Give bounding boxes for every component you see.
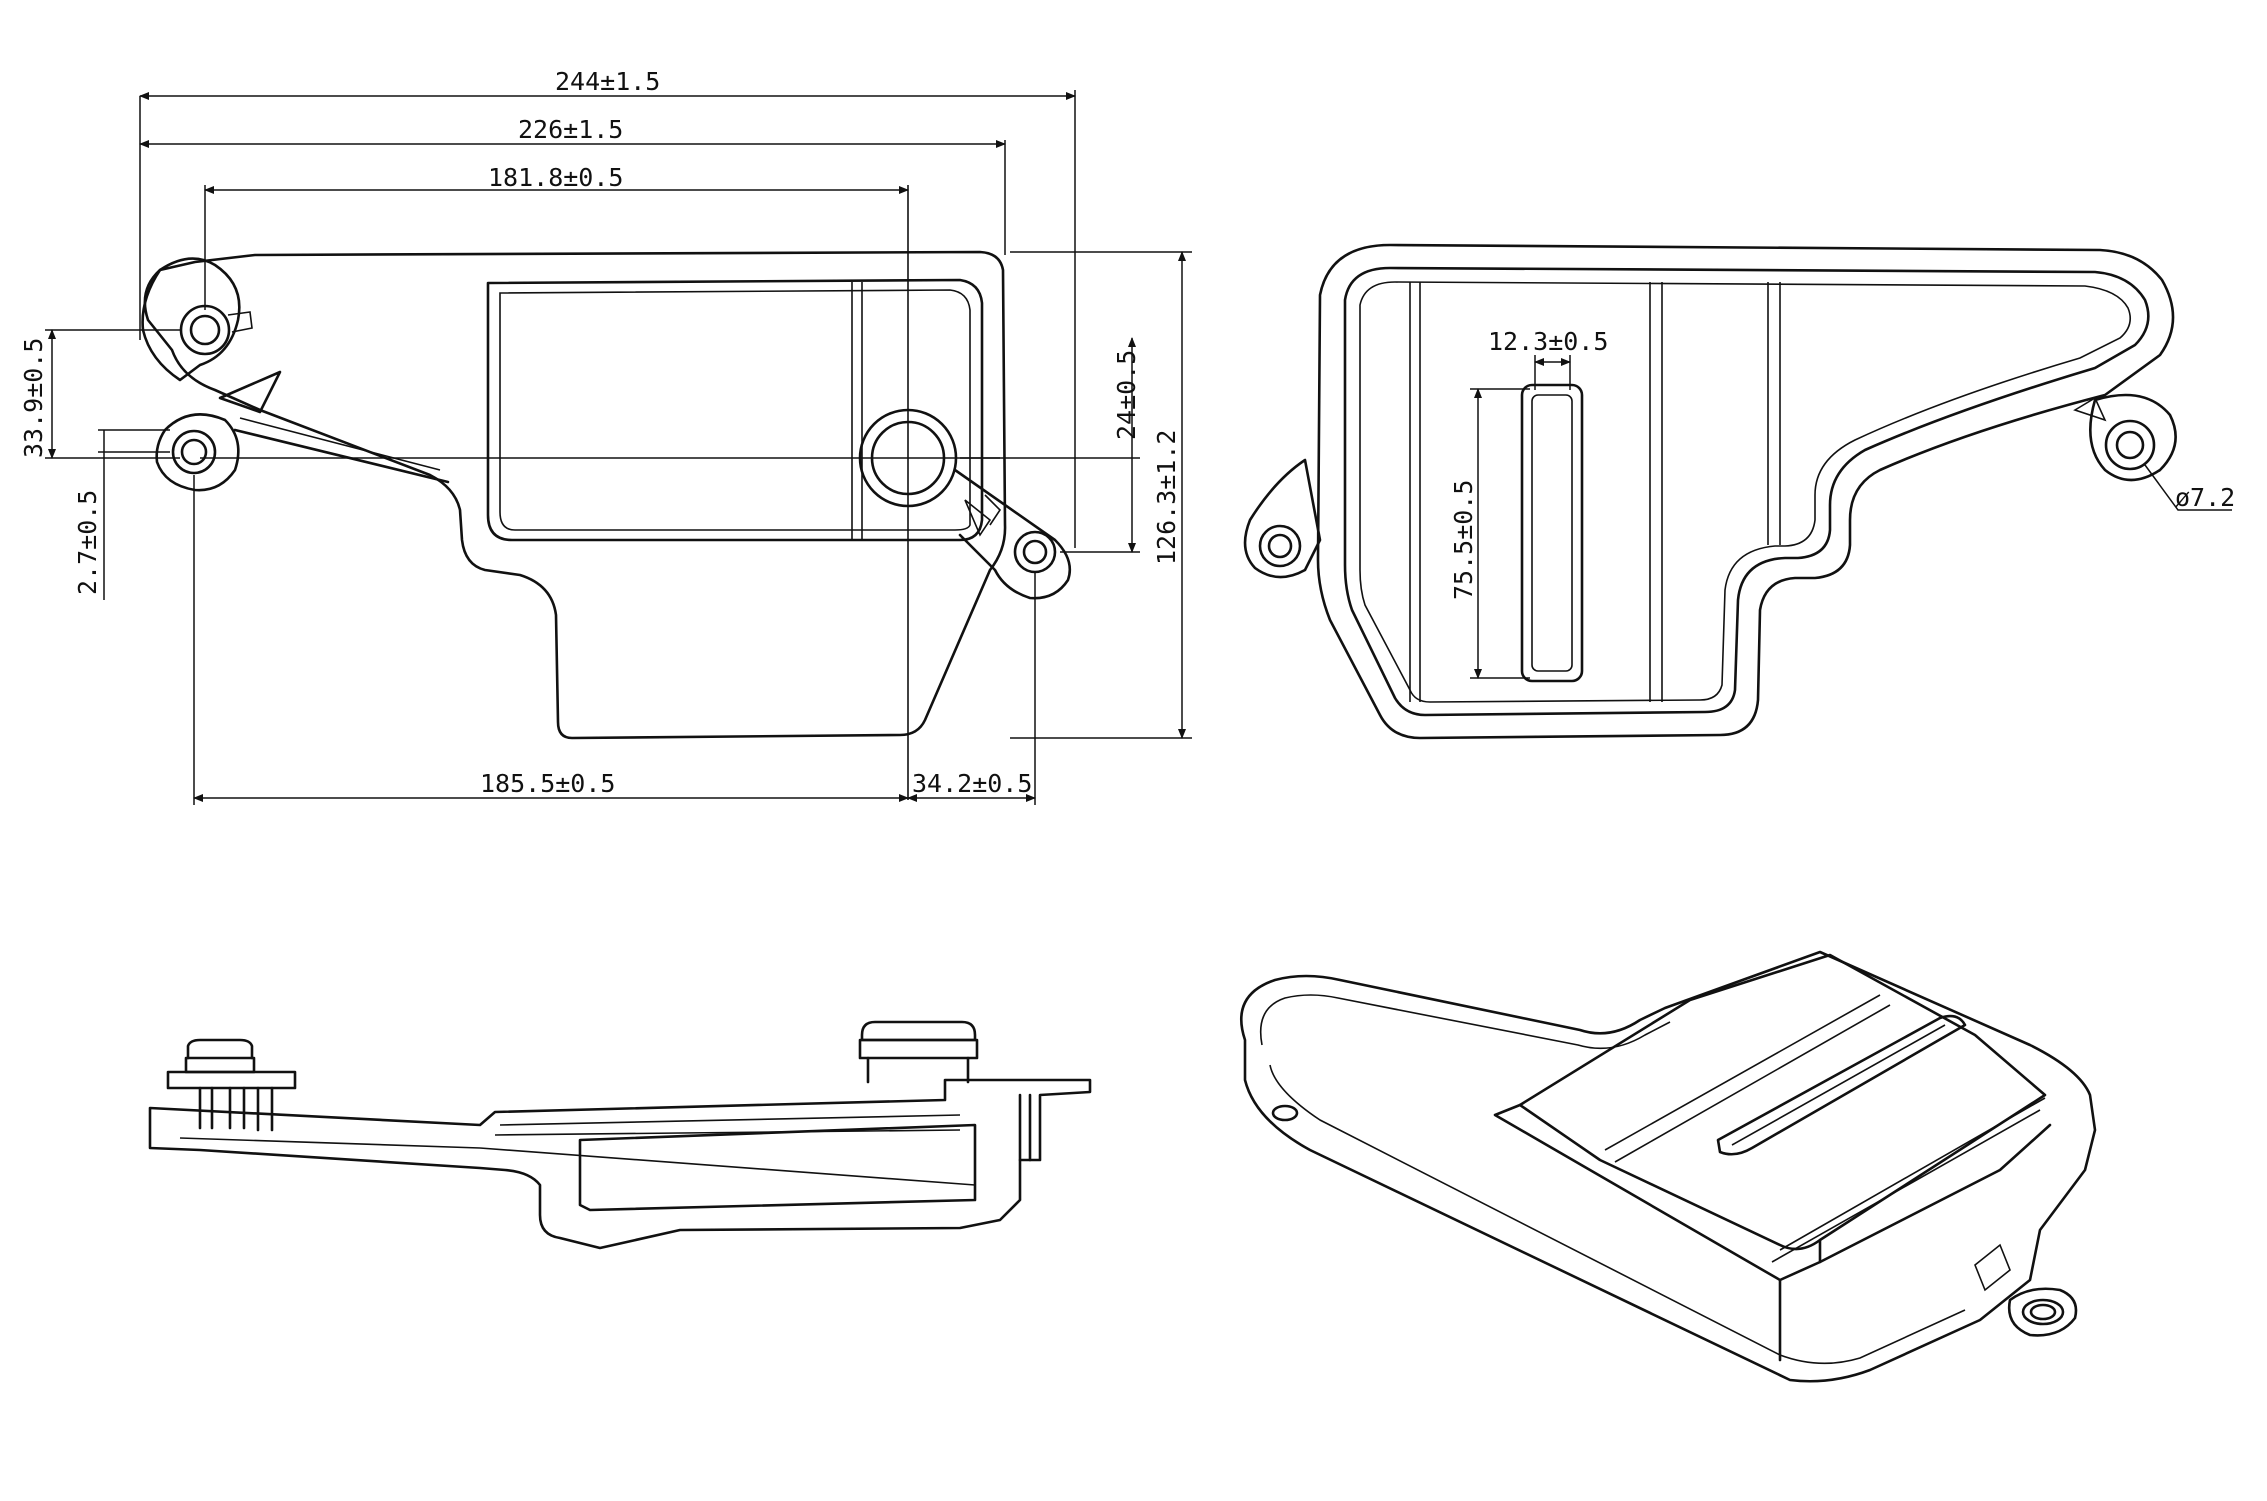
rib-line xyxy=(233,428,450,484)
iso-flange-inner xyxy=(1260,994,1671,1050)
slot-inner xyxy=(1531,394,1573,672)
iso-flange-outer xyxy=(1240,950,2097,1383)
iso-top-ridge-4 xyxy=(1771,1109,2041,1263)
iso-view xyxy=(1240,950,2097,1383)
side-outlet-cap xyxy=(860,1020,977,1042)
side-view xyxy=(148,1020,1092,1250)
left-lower-ear xyxy=(155,413,240,492)
side-left-legs xyxy=(198,1086,274,1132)
bottom-right-ear-clip xyxy=(2073,396,2107,422)
bottom-left-hole-inner xyxy=(1267,533,1293,559)
left-upper-hole-inner xyxy=(189,314,221,346)
iso-ear xyxy=(2007,1287,2078,1337)
bottom-view-inner-2 xyxy=(1359,281,2131,703)
dim-flange-length: 226±1.5 xyxy=(518,115,623,144)
dim-hole-spacing-bottom: 185.5±0.5 xyxy=(480,769,615,798)
iso-top-ridge-1 xyxy=(1604,994,1881,1151)
iso-slot xyxy=(1716,1014,1967,1156)
iso-ear-hole-outer xyxy=(2021,1298,2065,1326)
bottom-right-ear xyxy=(2089,393,2177,482)
right-ear-clip xyxy=(964,499,992,537)
side-outlet-ring xyxy=(858,1038,979,1060)
bottom-view-dimensions: 12.3±0.5 75.5±0.5 ø7.2 xyxy=(1449,327,2235,679)
bottom-left-ear xyxy=(1243,458,1322,579)
left-lower-hole-outer xyxy=(171,429,217,475)
right-hole-inner xyxy=(1022,539,1048,565)
iso-front-face xyxy=(1493,1103,1822,1282)
bottom-view xyxy=(1243,243,2177,740)
iso-left-lug xyxy=(1271,1104,1299,1122)
side-flange xyxy=(148,1078,1092,1250)
iso-top-face xyxy=(1518,953,2047,1251)
bottom-left-hole-outer xyxy=(1258,524,1302,568)
top-view xyxy=(141,185,1072,800)
bottom-right-hole-outer xyxy=(2104,419,2156,471)
dim-hole-diameter: ø7.2 xyxy=(2175,483,2235,512)
side-left-cap xyxy=(186,1038,254,1060)
top-view-dimensions: 244±1.5 226±1.5 181.8±0.5 33.9±0.5 2.7±0… xyxy=(19,67,1192,805)
side-right-legs xyxy=(1018,1093,1032,1162)
iso-slot-inner xyxy=(1731,1024,1946,1146)
left-lower-hole-inner xyxy=(180,438,208,466)
dim-overall-width: 126.3±1.2 xyxy=(1152,430,1181,565)
dim-outlet-to-right-hole: 34.2±0.5 xyxy=(912,769,1032,798)
top-view-inner-panel xyxy=(486,278,984,542)
side-left-cap-ring xyxy=(184,1056,256,1074)
top-view-inner-panel-2 xyxy=(499,289,971,531)
dim-slot-length: 75.5±0.5 xyxy=(1449,480,1478,600)
side-body-line-1 xyxy=(494,1129,961,1136)
right-ear xyxy=(953,468,1072,600)
side-outlet-neck xyxy=(866,1056,970,1084)
iso-top-ridge-3 xyxy=(1779,1097,2046,1251)
side-body-cavity xyxy=(578,1123,977,1212)
triangle-clip xyxy=(218,370,282,414)
dim-overall-length: 244±1.5 xyxy=(555,67,660,96)
bottom-view-inner xyxy=(1343,266,2150,717)
side-body-line-2 xyxy=(499,1114,961,1126)
right-hole-outer xyxy=(1013,530,1057,574)
iso-top-ridge-2 xyxy=(1614,1004,1891,1163)
dim-hole-to-outlet: 181.8±0.5 xyxy=(488,163,623,192)
bottom-right-hole-inner xyxy=(2115,430,2145,460)
iso-ear-support xyxy=(1974,1243,2011,1292)
left-ear-clip xyxy=(227,311,253,333)
iso-ear-hole-inner xyxy=(2029,1303,2057,1321)
slot-outer xyxy=(1520,383,1584,683)
dim-right-hole-offset: 24±0.5 xyxy=(1112,350,1141,440)
right-ear-clip-2 xyxy=(984,494,1002,526)
side-body-diag xyxy=(479,1147,976,1186)
dim-left-hole-small-offset: 2.7±0.5 xyxy=(73,490,102,595)
left-upper-hole-outer xyxy=(179,304,231,356)
bottom-view-outer xyxy=(1316,243,2175,740)
rib-line-2 xyxy=(239,417,441,471)
side-flange-line xyxy=(179,1137,481,1149)
iso-lower-body xyxy=(1778,1123,2052,1362)
dim-slot-width: 12.3±0.5 xyxy=(1488,327,1608,356)
dim-left-hole-offset: 33.9±0.5 xyxy=(19,338,48,458)
side-left-boss xyxy=(166,1070,297,1090)
left-upper-ear xyxy=(141,257,241,382)
